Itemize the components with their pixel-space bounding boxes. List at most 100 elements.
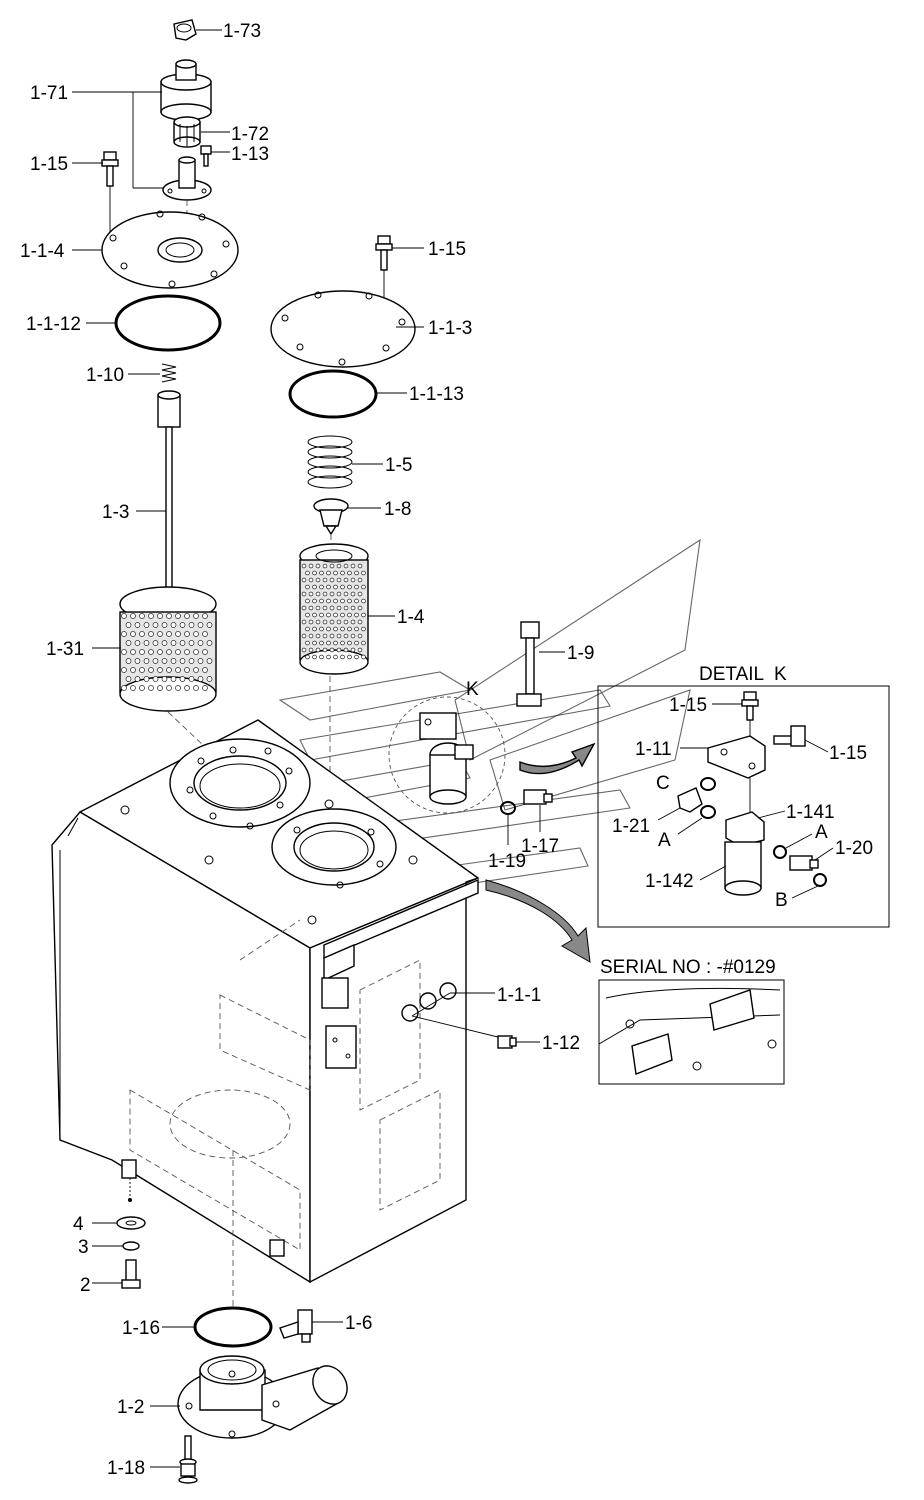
perforation-hole bbox=[305, 640, 310, 646]
perforation-hole bbox=[329, 647, 335, 653]
detail-label-1-141: 1-141 bbox=[786, 802, 835, 823]
perforation-hole bbox=[326, 570, 331, 576]
perforation-hole bbox=[197, 622, 204, 628]
perforation-hole bbox=[361, 570, 366, 576]
perforation-hole bbox=[347, 598, 352, 604]
part-1-71-breather bbox=[160, 59, 212, 121]
perforation-hole bbox=[326, 612, 331, 618]
perforation-hole bbox=[319, 640, 324, 646]
perforation-hole bbox=[188, 676, 195, 682]
perforation-hole bbox=[361, 626, 366, 632]
perforation-hole bbox=[139, 613, 145, 619]
part-3-lock-washer bbox=[122, 1241, 140, 1251]
perforation-hole bbox=[197, 640, 204, 646]
label-1-31: 1-31 bbox=[46, 639, 84, 660]
detail-label-1-15-right: 1-15 bbox=[829, 743, 867, 764]
perforation-hole bbox=[340, 640, 345, 646]
perforation-hole bbox=[170, 622, 177, 628]
label-1-73: 1-73 bbox=[223, 21, 261, 42]
perforation-hole bbox=[184, 631, 190, 637]
perforation-hole bbox=[343, 647, 349, 653]
perforation-hole bbox=[343, 591, 349, 597]
arrow-to-detail-k bbox=[519, 742, 596, 775]
perforation-hole bbox=[350, 647, 356, 653]
perforation-hole bbox=[336, 563, 342, 569]
label-1-13: 1-13 bbox=[231, 144, 269, 165]
serial-detail-panel bbox=[598, 979, 785, 1085]
label-2: 2 bbox=[80, 1275, 91, 1296]
part-1-31-filter bbox=[119, 586, 217, 712]
label-1-18: 1-18 bbox=[107, 1458, 145, 1479]
part-1-15-bolt-right bbox=[375, 235, 393, 271]
perforation-hole bbox=[308, 633, 314, 639]
serial-detail-title: SERIAL NO : -#0129 bbox=[600, 957, 776, 978]
perforation-hole bbox=[202, 685, 208, 691]
perforation-hole bbox=[333, 584, 338, 590]
perforation-hole bbox=[315, 647, 321, 653]
perforation-hole bbox=[193, 649, 199, 655]
label-k: K bbox=[466, 679, 479, 700]
perforation-hole bbox=[354, 640, 359, 646]
perforation-hole bbox=[312, 654, 317, 660]
perforation-hole bbox=[121, 631, 127, 637]
perforation-hole bbox=[322, 605, 328, 611]
perforation-hole bbox=[125, 658, 132, 664]
label-1-10: 1-10 bbox=[86, 365, 124, 386]
perforation-hole bbox=[343, 605, 349, 611]
perforation-hole bbox=[166, 667, 172, 673]
perforation-hole bbox=[357, 591, 363, 597]
perforation-hole bbox=[343, 633, 349, 639]
perforation-hole bbox=[312, 598, 317, 604]
detail-label-1-15-top: 1-15 bbox=[669, 695, 707, 716]
perforation-hole bbox=[340, 612, 345, 618]
perforation-hole bbox=[319, 612, 324, 618]
perforation-hole bbox=[139, 685, 145, 691]
perforation-hole bbox=[354, 626, 359, 632]
perforation-hole bbox=[166, 613, 172, 619]
perforation-hole bbox=[139, 649, 145, 655]
perforation-hole bbox=[157, 631, 163, 637]
label-1-1-4: 1-1-4 bbox=[20, 241, 65, 262]
perforation-hole bbox=[301, 619, 307, 625]
perforation-hole bbox=[326, 640, 331, 646]
perforation-hole bbox=[340, 598, 345, 604]
perforation-hole bbox=[179, 676, 186, 682]
perforation-hole bbox=[305, 612, 310, 618]
perforation-hole bbox=[130, 613, 136, 619]
perforation-hole bbox=[301, 591, 307, 597]
label-4: 4 bbox=[73, 1214, 84, 1235]
perforation-hole bbox=[130, 685, 136, 691]
perforation-hole bbox=[357, 563, 363, 569]
perforation-hole bbox=[166, 685, 172, 691]
perforation-hole bbox=[143, 658, 150, 664]
part-1-15-bolt-left bbox=[101, 151, 119, 187]
perforation-hole bbox=[305, 570, 310, 576]
perforation-hole bbox=[157, 649, 163, 655]
perforation-hole bbox=[206, 640, 213, 646]
detail-label-c: C bbox=[656, 773, 670, 794]
perforation-hole bbox=[329, 563, 335, 569]
perforation-hole bbox=[161, 658, 168, 664]
filter-element-perforation bbox=[301, 563, 366, 660]
perforation-hole bbox=[188, 640, 195, 646]
perforation-hole bbox=[130, 631, 136, 637]
perforation-hole bbox=[350, 605, 356, 611]
perforation-hole bbox=[121, 685, 127, 691]
part-1-10-spring bbox=[161, 363, 177, 383]
label-1-1-12: 1-1-12 bbox=[26, 314, 81, 335]
perforation-hole bbox=[206, 676, 213, 682]
perforation-hole bbox=[361, 654, 366, 660]
perforation-hole bbox=[336, 605, 342, 611]
perforation-hole bbox=[308, 605, 314, 611]
label-1-17: 1-17 bbox=[521, 836, 559, 857]
perforation-hole bbox=[347, 612, 352, 618]
perforation-hole bbox=[347, 626, 352, 632]
perforation-hole bbox=[143, 676, 150, 682]
part-1-73-cap bbox=[173, 19, 197, 41]
arrow-to-serial-detail bbox=[485, 879, 591, 963]
perforation-hole bbox=[134, 640, 141, 646]
perforation-hole bbox=[175, 613, 181, 619]
perforation-hole bbox=[305, 584, 310, 590]
perforation-hole bbox=[343, 619, 349, 625]
